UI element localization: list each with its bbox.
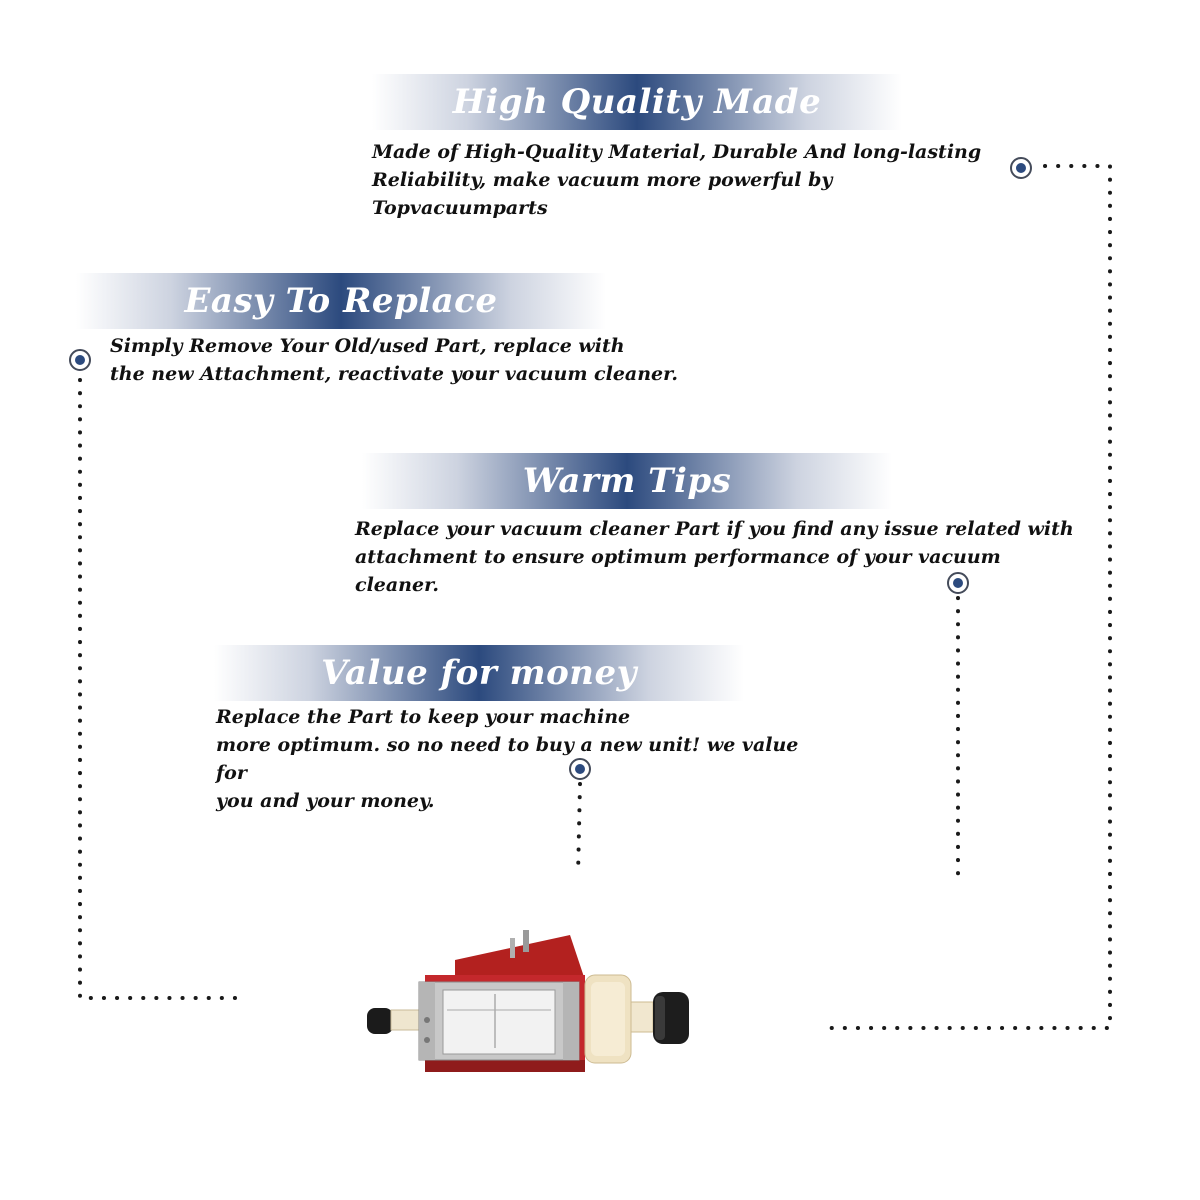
heading-easy-replace: Easy To Replace: [184, 281, 498, 321]
banner-value-money: Value for money: [214, 645, 744, 701]
bullet-dot-icon: [1010, 157, 1032, 179]
text-easy-replace: Simply Remove Your Old/used Part, replac…: [110, 335, 679, 385]
banner-easy-replace: Easy To Replace: [76, 273, 606, 329]
banner-high-quality: High Quality Made: [372, 74, 902, 130]
heading-warm-tips: Warm Tips: [522, 461, 732, 501]
text-value-money: Replace the Part to keep your machine mo…: [216, 706, 799, 812]
bullet-dot-icon: [69, 349, 91, 371]
text-high-quality: Made of High-Quality Material, Durable A…: [372, 141, 982, 219]
heading-high-quality: High Quality Made: [452, 82, 822, 122]
connector-high-quality: [828, 164, 1112, 1030]
text-warm-tips: Replace your vacuum cleaner Part if you …: [355, 518, 1074, 596]
connector-value-money: [576, 782, 582, 877]
bullet-dot-icon: [947, 572, 969, 594]
bullet-dot-icon: [569, 758, 591, 780]
vacuum-pump-image: [367, 930, 689, 1072]
banner-warm-tips: Warm Tips: [362, 453, 892, 509]
heading-value-money: Value for money: [321, 653, 637, 693]
